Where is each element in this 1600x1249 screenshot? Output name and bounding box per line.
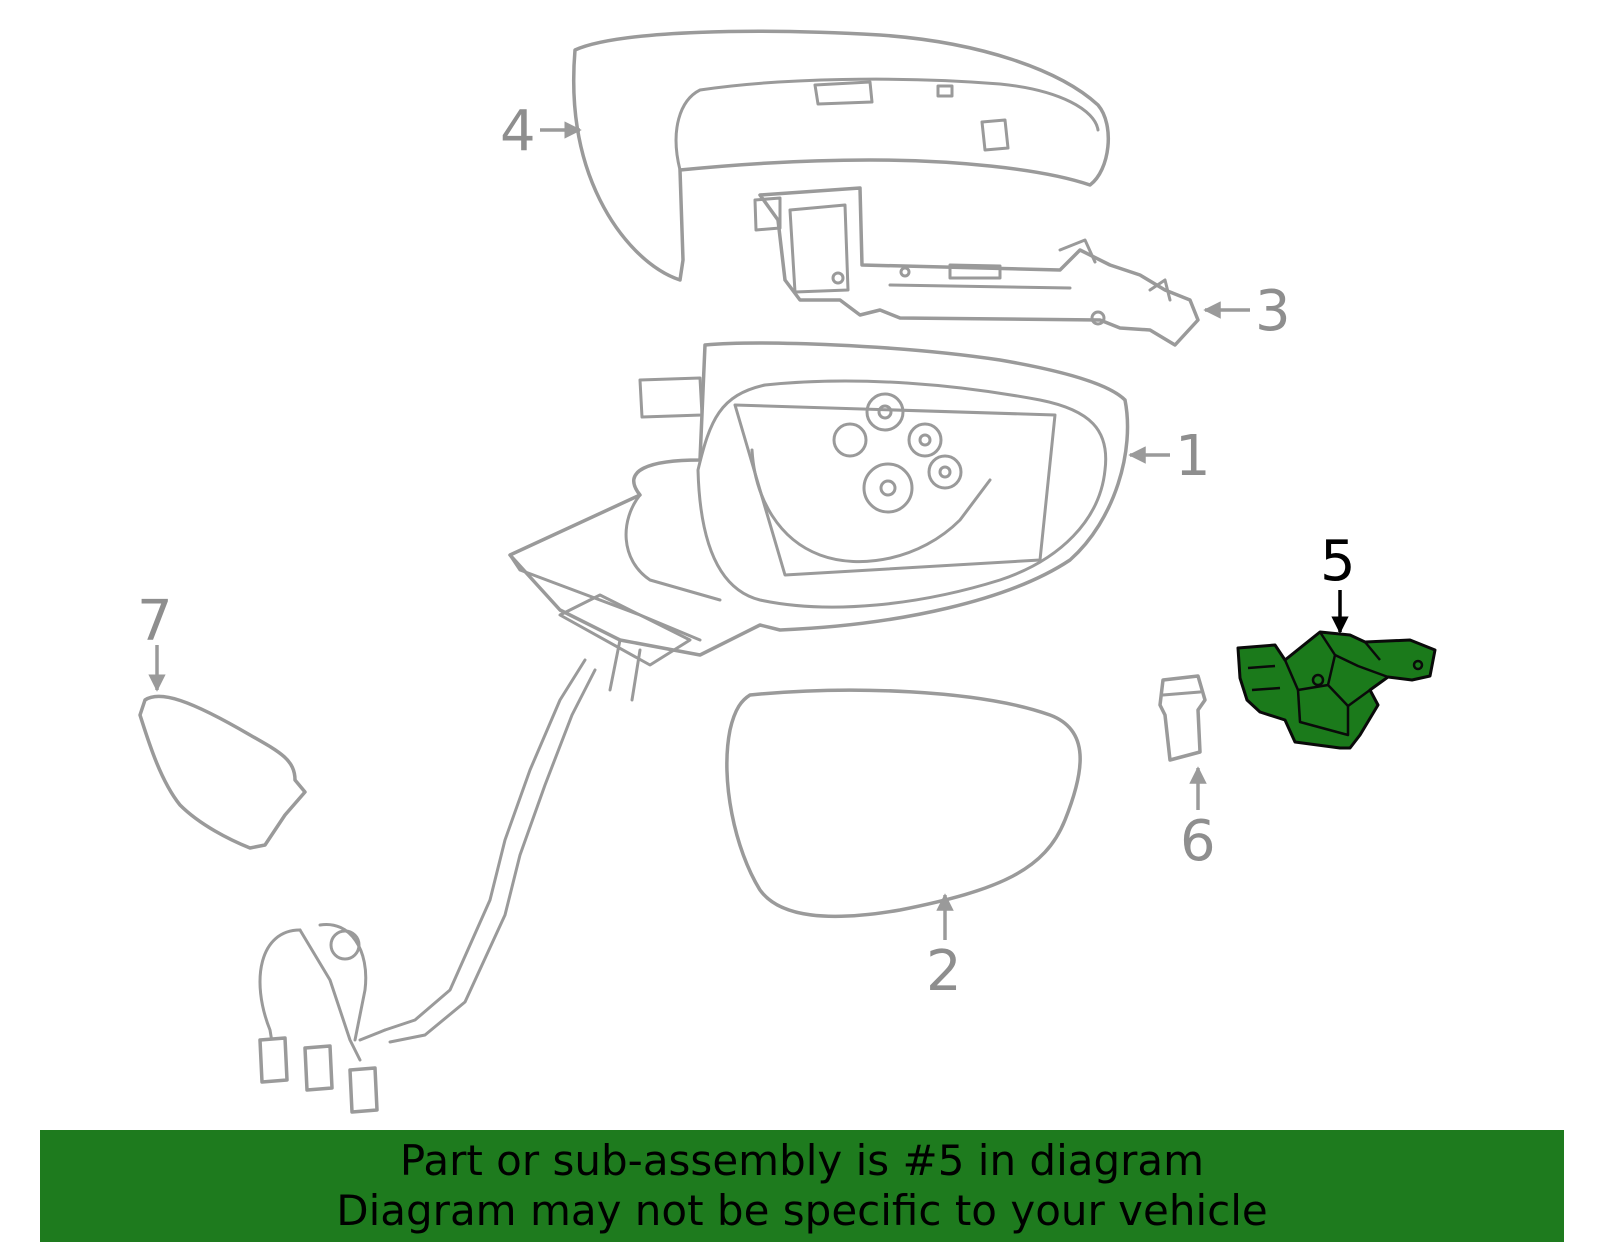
part-3-bracket[interactable] — [753, 186, 1200, 347]
part-7-cover[interactable] — [138, 694, 307, 850]
part-6-clip[interactable] — [1158, 674, 1207, 762]
callout-6[interactable]: 6 — [1180, 809, 1216, 874]
banner-line-1: Part or sub-assembly is #5 in diagram — [399, 1136, 1205, 1185]
part-1-mirror-housing[interactable] — [508, 341, 1130, 702]
callout-5[interactable]: 5 — [1320, 529, 1356, 594]
part-5-highlighted[interactable] — [1236, 630, 1437, 750]
callout-2[interactable]: 2 — [926, 939, 962, 1004]
part-2-mirror-glass[interactable] — [725, 688, 1082, 919]
wire-harness — [258, 658, 597, 1114]
banner-line-2: Diagram may not be specific to your vehi… — [336, 1186, 1268, 1235]
part-4-mirror-cover[interactable] — [571, 29, 1111, 282]
info-banner: Part or sub-assembly is #5 in diagram Di… — [40, 1130, 1564, 1242]
callout-3[interactable]: 3 — [1255, 279, 1291, 344]
callout-7[interactable]: 7 — [137, 589, 173, 654]
callout-4[interactable]: 4 — [500, 99, 536, 164]
callout-1[interactable]: 1 — [1175, 424, 1211, 489]
